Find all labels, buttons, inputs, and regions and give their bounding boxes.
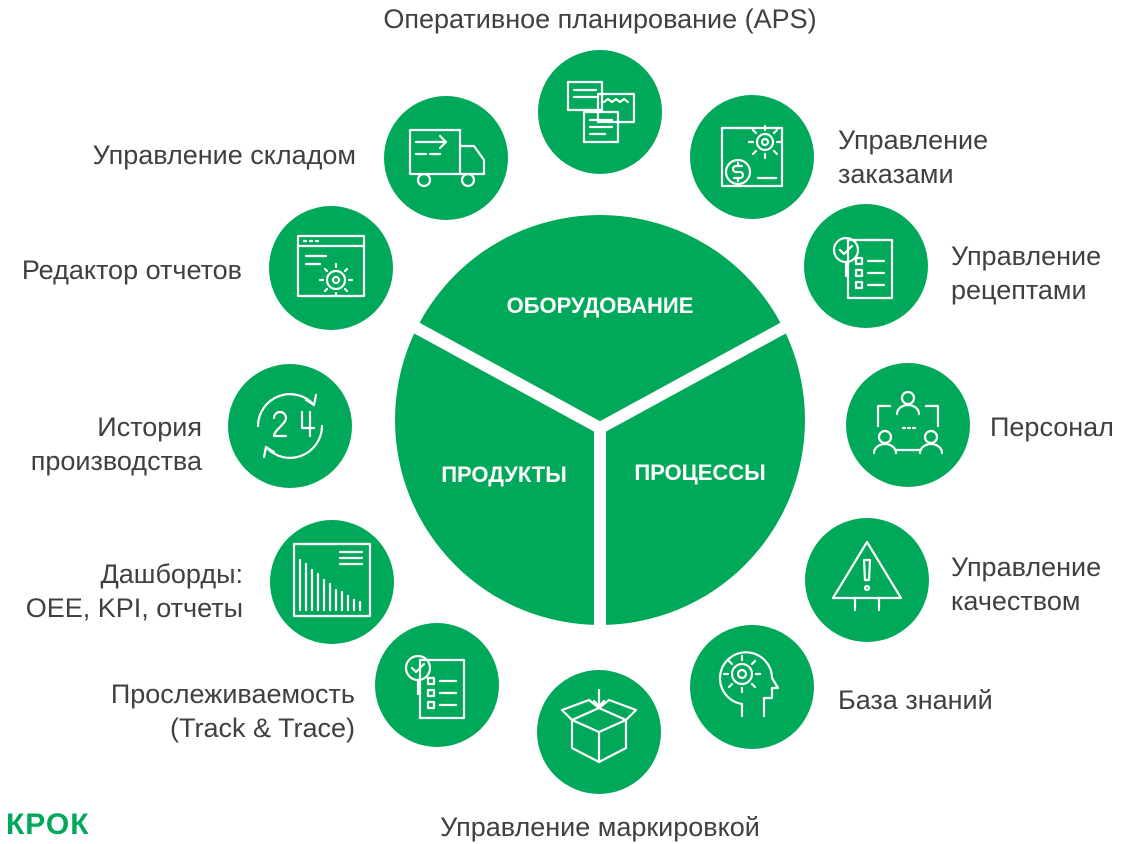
warning-sign-icon bbox=[831, 540, 903, 612]
segment-products: ПРОДУКТЫ bbox=[441, 462, 567, 487]
center-pie: ОБОРУДОВАНИЕ ПРОДУКТЫ ПРОЦЕССЫ bbox=[395, 215, 805, 630]
label-tracking-line1: Прослеживаемость bbox=[110, 679, 355, 709]
label-orders-line2: заказами bbox=[838, 159, 954, 189]
module-quality-circle[interactable] bbox=[805, 518, 929, 642]
module-personnel-circle[interactable] bbox=[846, 363, 970, 487]
checklist-icon bbox=[832, 236, 894, 300]
label-tracking: Прослеживаемость (Track & Trace) bbox=[60, 677, 355, 745]
head-gear-icon bbox=[718, 651, 780, 718]
module-aps-circle[interactable] bbox=[538, 50, 662, 174]
module-tracking-circle[interactable] bbox=[375, 623, 499, 747]
label-history-line1: История bbox=[97, 412, 202, 442]
24h-icon bbox=[256, 393, 324, 459]
segment-processes: ПРОЦЕССЫ bbox=[634, 460, 765, 485]
module-knowledge-circle[interactable] bbox=[690, 625, 814, 749]
label-quality-line2: качеством bbox=[951, 586, 1081, 616]
module-dashboards-circle[interactable] bbox=[270, 520, 394, 644]
kroc-logo: КРОК bbox=[6, 808, 90, 841]
segment-equipment: ОБОРУДОВАНИЕ bbox=[507, 293, 694, 318]
label-history: История производства bbox=[0, 410, 202, 478]
label-recipes-line2: рецептами bbox=[951, 275, 1087, 305]
label-warehouse: Управление складом bbox=[92, 140, 356, 170]
label-reports: Редактор отчетов bbox=[21, 255, 242, 285]
documents-icon bbox=[566, 80, 636, 144]
label-knowledge: База знаний bbox=[838, 685, 993, 715]
truck-icon bbox=[408, 128, 486, 188]
label-aps: Оперативное планирование (APS) bbox=[383, 4, 817, 34]
label-marking: Управление маркировкой bbox=[440, 812, 760, 842]
chart-icon bbox=[292, 542, 372, 618]
module-warehouse-circle[interactable] bbox=[384, 96, 508, 220]
browser-gear-icon bbox=[296, 234, 366, 298]
gears-money-icon bbox=[720, 124, 784, 188]
module-history-circle[interactable] bbox=[228, 364, 352, 488]
label-recipes: Управление рецептами bbox=[951, 239, 1101, 307]
module-orders-circle[interactable] bbox=[690, 95, 814, 219]
label-quality-line1: Управление bbox=[951, 552, 1102, 582]
box-icon bbox=[560, 688, 638, 764]
org-chart-icon bbox=[872, 390, 944, 455]
module-reports-circle[interactable] bbox=[269, 206, 393, 330]
label-dashboards: Дашборды: OEE, KPI, отчеты bbox=[0, 557, 243, 625]
label-recipes-line1: Управление bbox=[951, 241, 1102, 271]
label-quality: Управление качеством bbox=[951, 550, 1101, 618]
label-dashboards-line1: Дашборды: bbox=[100, 559, 243, 589]
label-dashboards-line2: OEE, KPI, отчеты bbox=[25, 593, 243, 623]
label-personnel: Персонал bbox=[990, 412, 1114, 442]
label-tracking-line2: (Track & Trace) bbox=[169, 713, 355, 743]
module-recipes-circle[interactable] bbox=[804, 204, 928, 328]
checklist-magnifier-icon bbox=[404, 654, 466, 720]
label-history-line2: производства bbox=[30, 446, 202, 476]
label-orders: Управление заказами bbox=[838, 123, 988, 191]
label-orders-line1: Управление bbox=[838, 125, 989, 155]
module-marking-circle[interactable] bbox=[537, 670, 661, 794]
